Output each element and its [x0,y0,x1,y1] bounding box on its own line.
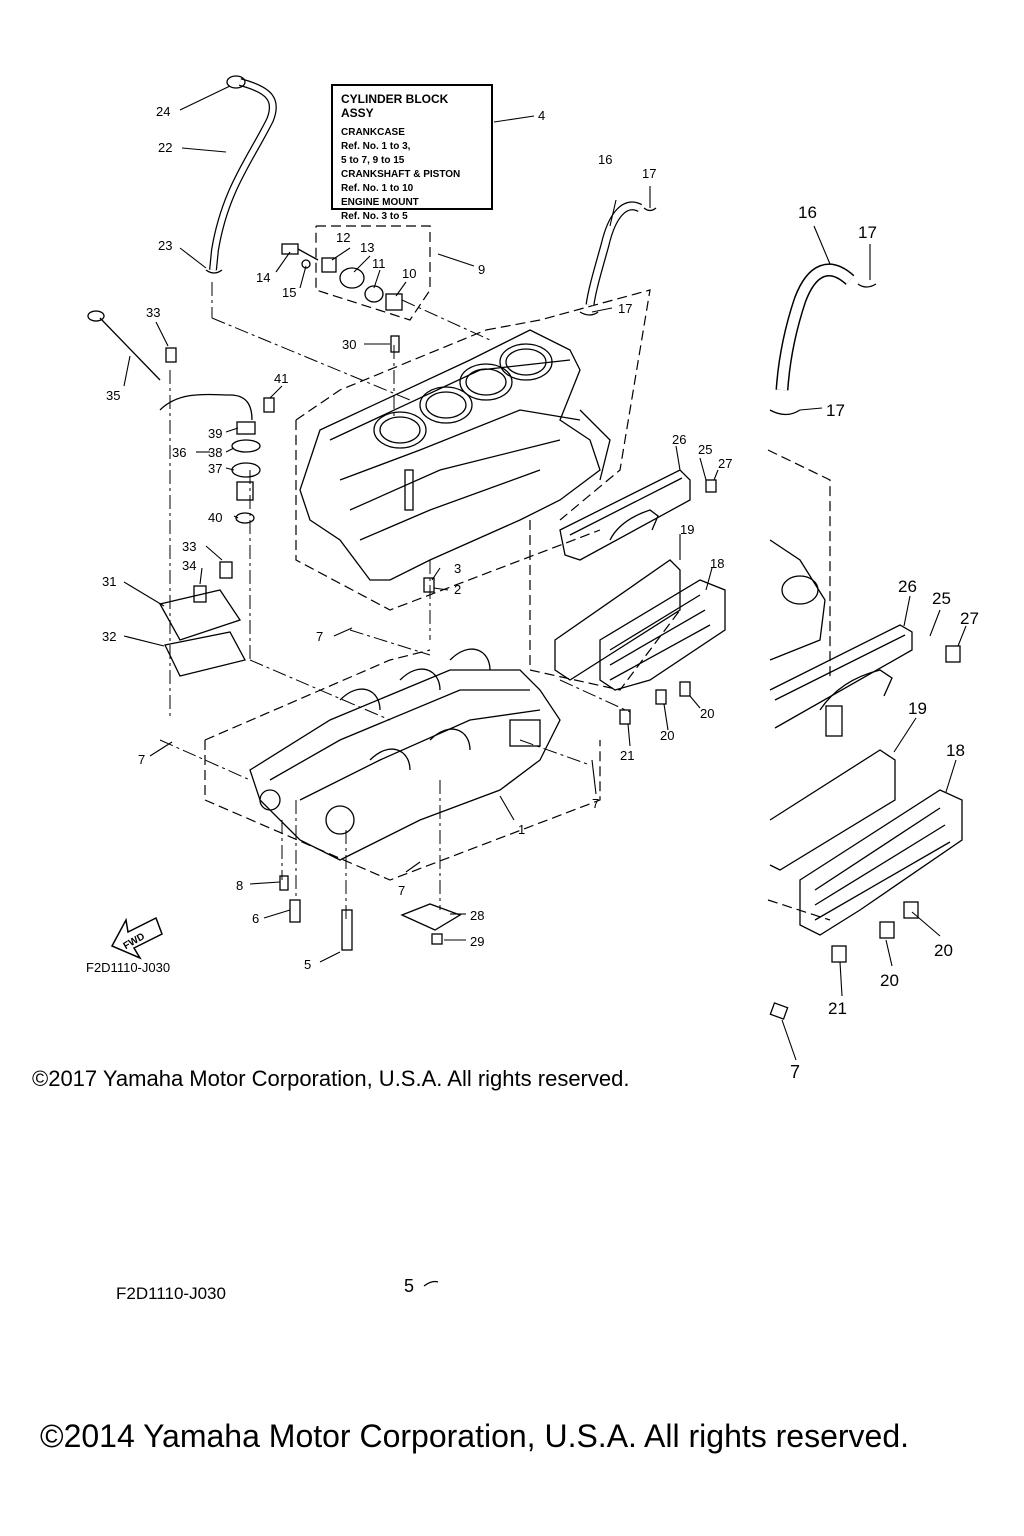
zoom-callout-25: 25 [932,589,951,608]
callout-17-bottom: 17 [618,301,632,316]
callout-11: 11 [372,256,386,271]
zoom-callout-21: 21 [828,999,847,1018]
callout-27: 27 [718,456,732,471]
zoom-callout-19: 19 [908,699,927,718]
zoom-callout-26: 26 [898,577,917,596]
callout-34: 34 [182,558,196,573]
info-box-line: ENGINE MOUNT [341,197,419,208]
callout-29: 29 [470,934,484,949]
callout-23: 23 [158,238,172,253]
callout-33-top: 33 [146,305,160,320]
callout-2: 2 [454,582,461,597]
zoom-detail-parts [769,539,963,1020]
exhaust-cover-parts [554,469,726,691]
callout-35: 35 [106,388,120,403]
callout-numbers: 24 22 23 14 15 12 13 11 10 9 4 30 33 35 … [102,104,732,972]
zoom-callout-numbers: 16 17 17 26 25 27 19 18 20 20 21 [798,203,979,1018]
callout-30: 30 [342,337,356,352]
callout-32: 32 [102,629,116,644]
info-box-line: CRANKCASE [341,127,405,138]
info-box-line: Ref. No. 3 to 5 [341,211,408,222]
callout-41: 41 [274,371,288,386]
leader-lines [123,85,967,1061]
callout-7-left: 7 [138,752,145,767]
crankcase [249,648,561,861]
callout-13: 13 [360,240,374,255]
callout-38: 38 [208,445,222,460]
diagram-code-large: F2D1110-J030 [116,1284,226,1303]
callout-1: 1 [518,822,525,837]
zoom-callout-17-top: 17 [858,223,877,242]
callout-37: 37 [208,461,222,476]
zoom-callout-16: 16 [798,203,817,222]
small-parts [87,243,961,963]
info-box-line: Ref. No. 1 to 10 [341,183,414,194]
callout-24: 24 [156,104,170,119]
info-box-line: 5 to 7, 9 to 15 [341,155,405,166]
callout-8: 8 [236,878,243,893]
callout-7-top: 7 [316,629,323,644]
callout-20-right: 20 [700,706,714,721]
callout-21: 21 [620,748,634,763]
callout-14: 14 [256,270,270,285]
phantom-lines [204,225,831,921]
callout-19: 19 [680,522,694,537]
callout-17-top: 17 [642,166,656,181]
callout-3: 3 [454,561,461,576]
callout-20-left: 20 [660,728,674,743]
callout-5: 5 [304,957,311,972]
zoom-callout-17-bottom: 17 [826,401,845,420]
callout-7-bottom: 7 [398,883,405,898]
info-box-line: CRANKSHAFT & PISTON [341,169,461,180]
info-box-line: Ref. No. 1 to 3, [341,141,411,152]
callout-7-right: 7 [592,796,599,811]
fwd-arrow [110,916,163,960]
zoom-callout-18: 18 [946,741,965,760]
callout-4: 4 [538,108,545,123]
callout-18: 18 [710,556,724,571]
zoom-callout-5: 5 [404,1276,415,1296]
callout-9: 9 [478,262,485,277]
copyright-notice-small: ©2017 Yamaha Motor Corporation, U.S.A. A… [32,1066,630,1091]
callout-10: 10 [402,266,416,281]
center-lines [159,282,631,920]
callout-12: 12 [336,230,350,245]
callout-33-mid: 33 [182,539,196,554]
callout-39: 39 [208,426,222,441]
callout-26: 26 [672,432,686,447]
diagram-code: F2D1110-J030 [86,960,171,975]
callout-28: 28 [470,908,484,923]
callout-25: 25 [698,442,712,457]
zoom-callout-7: 7 [790,1062,801,1082]
zoom-callout-27: 27 [960,609,979,628]
info-box-title: CYLINDER BLOCK ASSY [341,92,449,120]
callout-16: 16 [598,152,612,167]
cylinder-block-info-box: CYLINDER BLOCK ASSY CRANKCASE Ref. No. 1… [331,84,493,222]
callout-40: 40 [208,510,222,525]
zoom-callout-20-left: 20 [880,971,899,990]
cylinder-block [299,329,611,581]
callout-31: 31 [102,574,116,589]
zoom-callout-20-right: 20 [934,941,953,960]
callout-36: 36 [172,445,186,460]
callout-6: 6 [252,911,259,926]
callout-15: 15 [282,285,296,300]
callout-22: 22 [158,140,172,155]
copyright-notice-large: ©2014 Yamaha Motor Corporation, U.S.A. A… [40,1418,910,1454]
